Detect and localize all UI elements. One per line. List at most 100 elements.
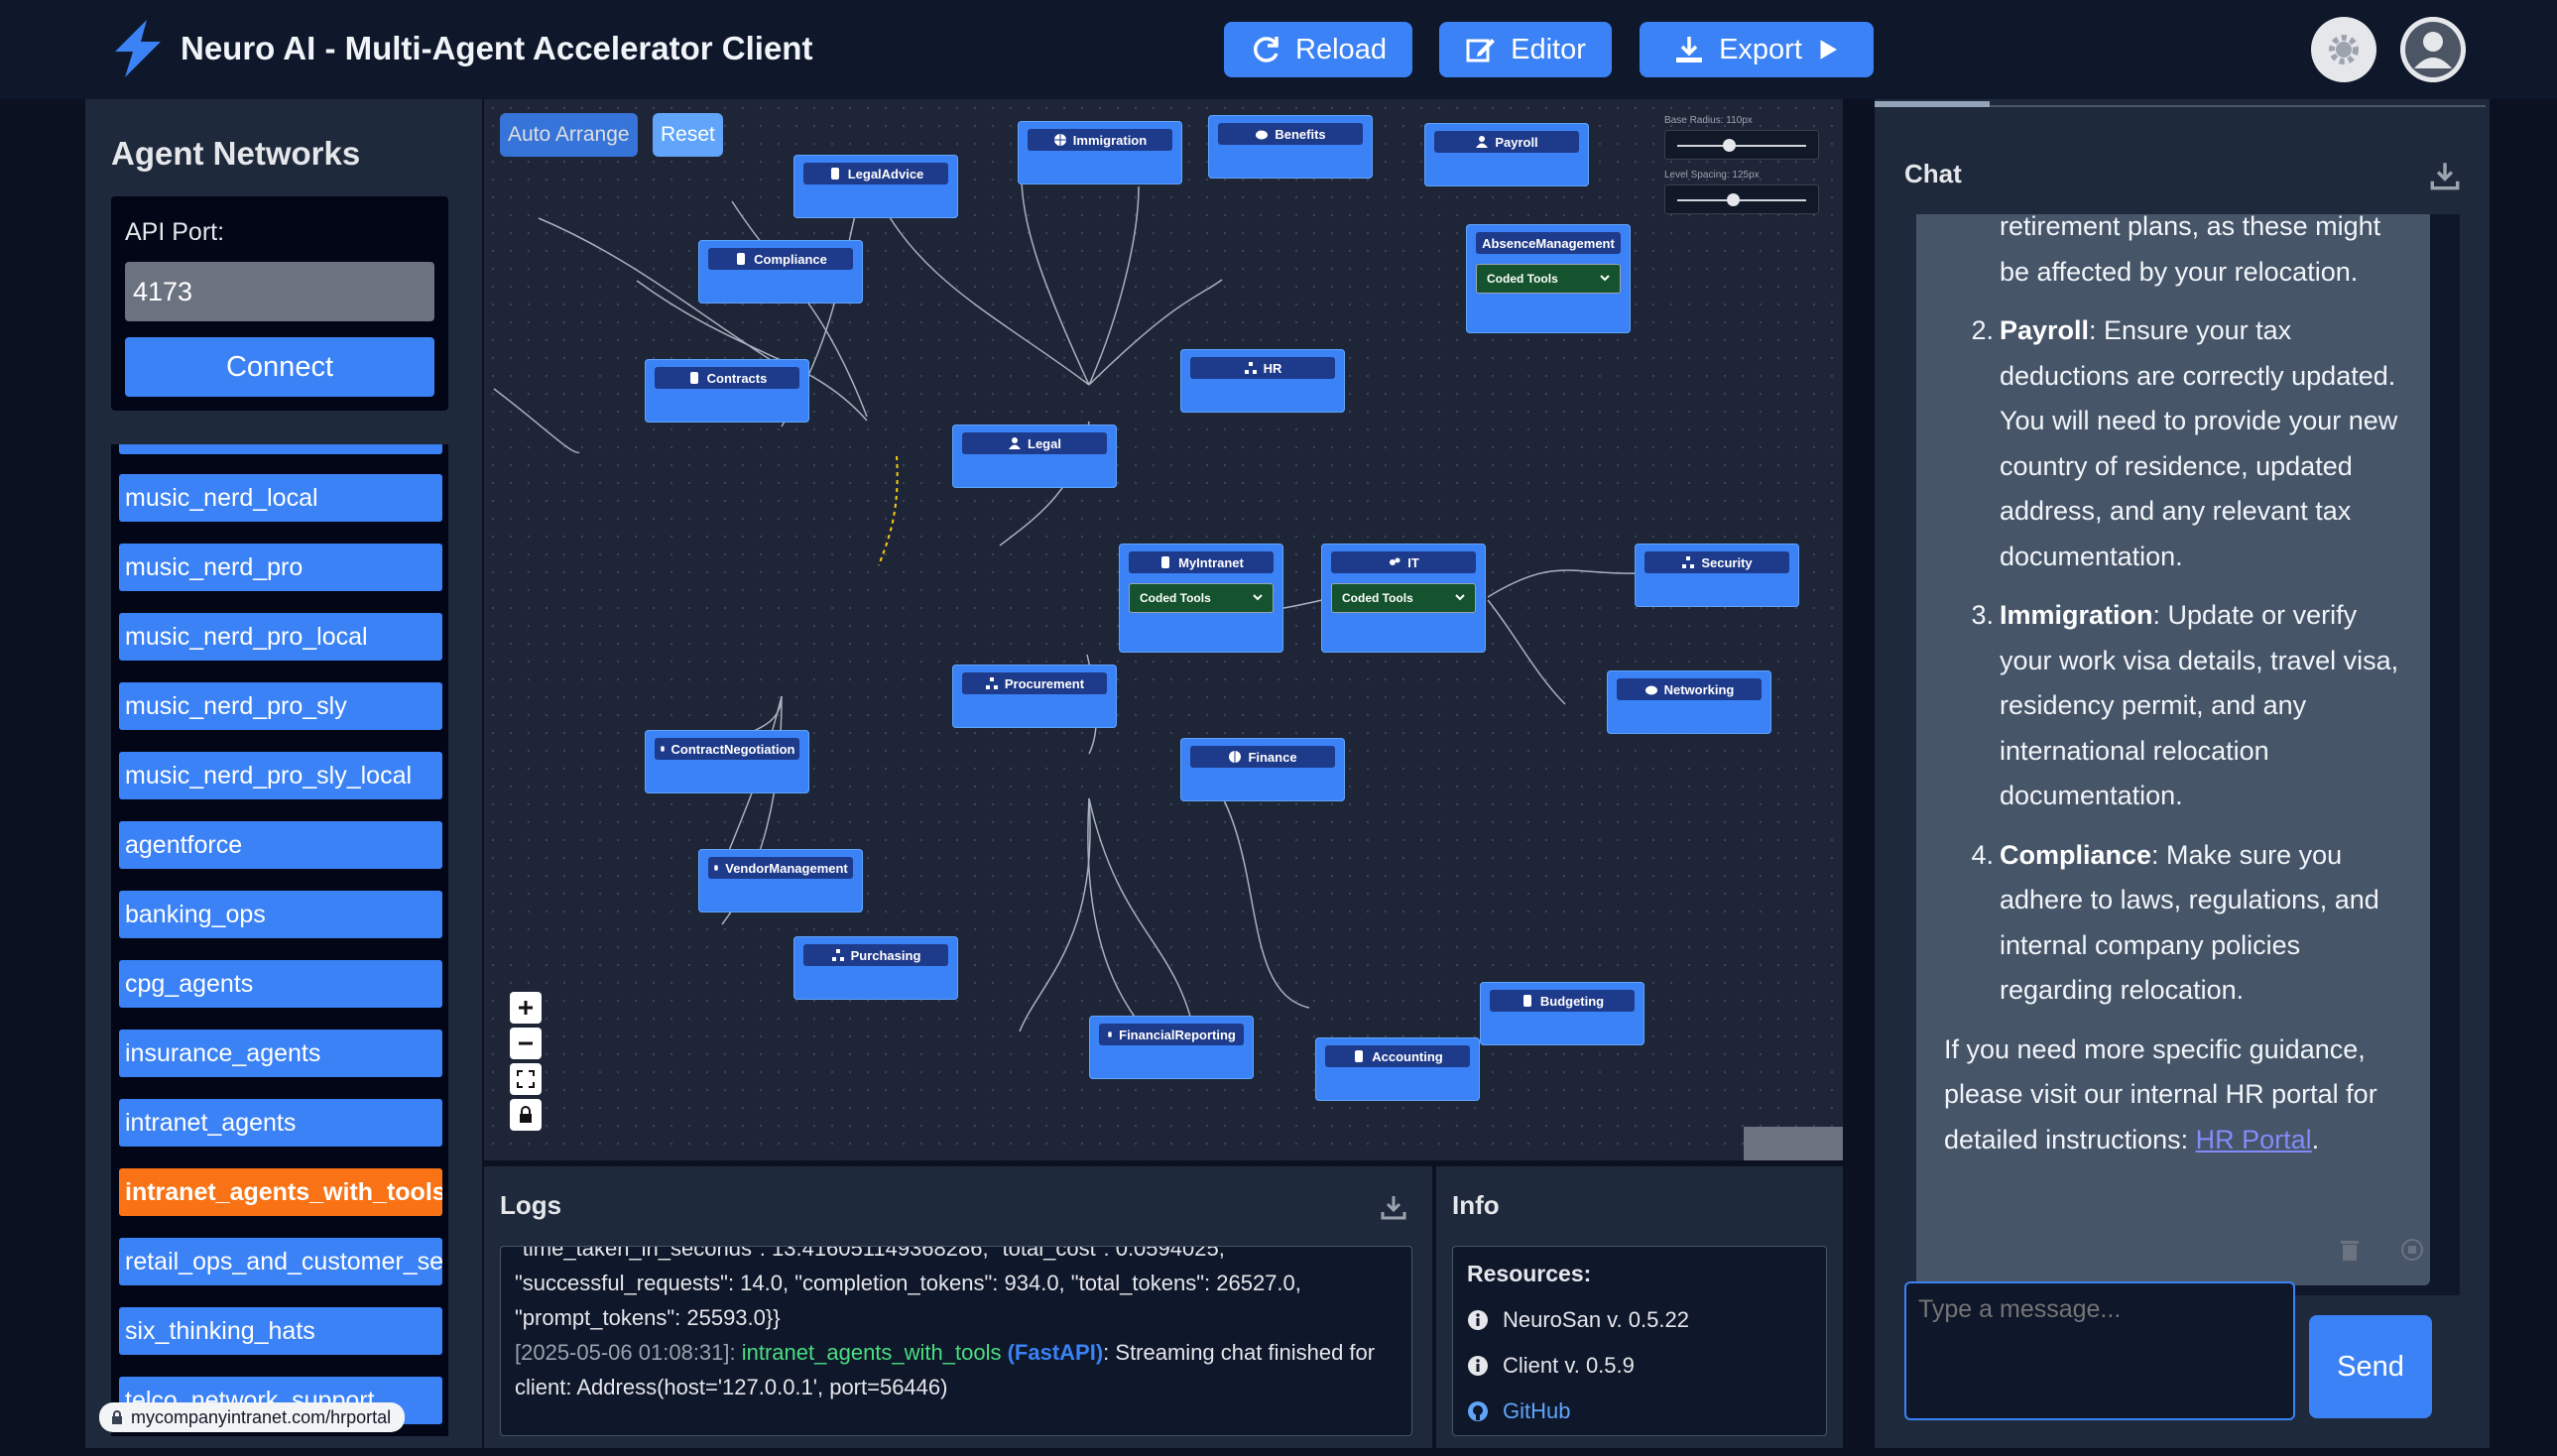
lock-toggle-button[interactable] bbox=[510, 1099, 542, 1131]
agent-node-contracts[interactable]: Contracts bbox=[645, 359, 809, 423]
scroll-icon bbox=[689, 372, 698, 384]
network-item[interactable]: banking_ops bbox=[119, 891, 442, 938]
list-item: 4. Compliance: Make sure you adhere to l… bbox=[1930, 833, 2430, 1014]
connect-button[interactable]: Connect bbox=[125, 337, 434, 397]
agent-node-myintranet[interactable]: MyIntranet Coded Tools bbox=[1119, 544, 1283, 653]
log-timestamp: [2025-05-06 01:08:31]: bbox=[515, 1340, 736, 1365]
network-item[interactable]: music_nerd_local bbox=[119, 474, 442, 522]
reload-button[interactable]: Reload bbox=[1224, 22, 1412, 77]
coded-tools-label: Coded Tools bbox=[1342, 591, 1413, 605]
app-title: Neuro AI - Multi-Agent Accelerator Clien… bbox=[181, 30, 813, 66]
agent-graph-canvas[interactable]: Auto Arrange Reset Base Radius: 110px Le… bbox=[484, 99, 1843, 1160]
agent-node-financialreporting[interactable]: FinancialReporting bbox=[1089, 1016, 1254, 1079]
network-item[interactable]: music_nerd_pro_sly_local bbox=[119, 752, 442, 799]
agent-node-networking[interactable]: Networking bbox=[1607, 670, 1771, 734]
agent-node-finance[interactable]: Finance bbox=[1180, 738, 1345, 801]
node-label: Purchasing bbox=[850, 947, 921, 963]
coded-tools-select[interactable]: Coded Tools bbox=[1129, 583, 1274, 613]
globe-icon bbox=[1229, 751, 1242, 763]
network-item[interactable]: music_nerd_pro_sly bbox=[119, 682, 442, 730]
agent-node-budgeting[interactable]: Budgeting bbox=[1480, 982, 1644, 1045]
network-item[interactable]: six_thinking_hats bbox=[119, 1307, 442, 1355]
fit-view-button[interactable] bbox=[510, 1063, 542, 1095]
agent-node-compliance[interactable]: Compliance bbox=[698, 240, 863, 303]
user-icon bbox=[1476, 136, 1489, 148]
refresh-icon bbox=[1254, 37, 1278, 62]
lock-icon bbox=[520, 1106, 532, 1123]
agent-node-security[interactable]: Security bbox=[1635, 544, 1799, 607]
edit-icon bbox=[1466, 39, 1496, 62]
agent-networks-sidebar: Agent Networks API Port: Connect music_n… bbox=[85, 99, 482, 1448]
user-avatar-icon[interactable] bbox=[2400, 17, 2466, 82]
message-text: international relocation bbox=[2000, 735, 2269, 766]
network-item[interactable]: music_nerd_pro bbox=[119, 544, 442, 591]
auto-arrange-button[interactable]: Auto Arrange bbox=[500, 113, 638, 157]
zoom-in-button[interactable] bbox=[510, 992, 542, 1024]
network-item[interactable]: insurance_agents bbox=[119, 1030, 442, 1077]
chat-tab[interactable] bbox=[1990, 99, 2188, 107]
node-label: Benefits bbox=[1275, 126, 1326, 142]
play-arrow-icon bbox=[1820, 40, 1837, 60]
editor-button[interactable]: Editor bbox=[1439, 22, 1612, 77]
chat-tab-strip bbox=[1875, 99, 2490, 109]
github-link[interactable]: GitHub bbox=[1503, 1398, 1571, 1423]
agent-node-absencemanagement[interactable]: AbsenceManagement Coded Tools bbox=[1466, 224, 1631, 333]
agent-node-legaladvice[interactable]: LegalAdvice bbox=[793, 155, 958, 218]
agent-node-immigration[interactable]: Immigration bbox=[1018, 121, 1182, 184]
base-radius-label: Base Radius: 110px bbox=[1664, 115, 1753, 126]
export-button[interactable]: Export bbox=[1640, 22, 1874, 77]
network-item[interactable]: agentforce bbox=[119, 821, 442, 869]
node-label: Immigration bbox=[1072, 132, 1148, 148]
network-item[interactable]: music_nerd_pro_local bbox=[119, 613, 442, 661]
network-item[interactable]: intranet_agents bbox=[119, 1099, 442, 1147]
network-list[interactable]: music_nerd_local music_nerd_pro music_ne… bbox=[111, 444, 448, 1436]
download-logs-icon[interactable] bbox=[1381, 1194, 1406, 1220]
chevron-down-icon bbox=[1600, 275, 1610, 282]
reset-button[interactable]: Reset bbox=[653, 113, 723, 157]
agent-node-benefits[interactable]: Benefits bbox=[1208, 115, 1373, 179]
agent-node-legal[interactable]: Legal bbox=[952, 425, 1117, 488]
chat-tab[interactable] bbox=[1875, 99, 1990, 107]
message-text: . bbox=[2311, 1124, 2320, 1154]
trash-icon[interactable] bbox=[2339, 1238, 2361, 1262]
chat-messages[interactable]: retirement plans, as these might be affe… bbox=[1916, 214, 2460, 1295]
hr-portal-link[interactable]: HR Portal bbox=[2195, 1124, 2312, 1154]
level-spacing-slider[interactable] bbox=[1664, 184, 1819, 214]
chevron-down-icon bbox=[1253, 594, 1263, 601]
message-text: be affected by your relocation. bbox=[2000, 256, 2359, 287]
network-item[interactable] bbox=[119, 444, 442, 454]
logs-output[interactable]: "time_taken_in_seconds": 13.416051149368… bbox=[500, 1246, 1412, 1436]
coded-tools-select[interactable]: Coded Tools bbox=[1476, 264, 1621, 294]
network-item[interactable]: retail_ops_and_customer_ser bbox=[119, 1238, 442, 1285]
agent-node-vendormanagement[interactable]: VendorManagement bbox=[698, 849, 863, 912]
minimap[interactable] bbox=[1744, 1127, 1843, 1160]
sitemap-icon bbox=[1244, 362, 1257, 374]
info-icon bbox=[1468, 1356, 1488, 1376]
send-button[interactable]: Send bbox=[2309, 1315, 2432, 1418]
agent-node-contractnegotiation[interactable]: ContractNegotiation bbox=[645, 730, 809, 793]
log-line: client: Address(host='127.0.0.1', port=5… bbox=[515, 1375, 948, 1399]
theme-toggle-button[interactable] bbox=[2311, 17, 2376, 82]
download-chat-icon[interactable] bbox=[2430, 161, 2460, 190]
base-radius-slider[interactable] bbox=[1664, 130, 1819, 160]
github-link-row[interactable]: GitHub bbox=[1467, 1389, 1826, 1434]
resources-label: Resources: bbox=[1467, 1261, 1592, 1286]
coded-tools-select[interactable]: Coded Tools bbox=[1331, 583, 1476, 613]
agent-node-procurement[interactable]: Procurement bbox=[952, 665, 1117, 728]
agent-node-payroll[interactable]: Payroll bbox=[1424, 123, 1589, 186]
stop-icon[interactable] bbox=[2400, 1238, 2424, 1262]
zoom-out-button[interactable] bbox=[510, 1028, 542, 1059]
network-item[interactable]: cpg_agents bbox=[119, 960, 442, 1008]
network-item-active[interactable]: intranet_agents_with_tools bbox=[119, 1168, 442, 1216]
agent-node-accounting[interactable]: Accounting bbox=[1315, 1037, 1480, 1101]
message-input[interactable] bbox=[1904, 1281, 2295, 1420]
agent-node-purchasing[interactable]: Purchasing bbox=[793, 936, 958, 1000]
minus-icon bbox=[519, 1041, 533, 1045]
agent-node-it[interactable]: IT Coded Tools bbox=[1321, 544, 1486, 653]
chat-tab[interactable] bbox=[2317, 99, 2486, 107]
gear-icon bbox=[2329, 35, 2359, 64]
chat-tab[interactable] bbox=[2188, 99, 2317, 107]
assistant-message: retirement plans, as these might be affe… bbox=[1916, 214, 2430, 1285]
agent-node-hr[interactable]: HR bbox=[1180, 349, 1345, 413]
api-port-input[interactable] bbox=[125, 262, 434, 321]
